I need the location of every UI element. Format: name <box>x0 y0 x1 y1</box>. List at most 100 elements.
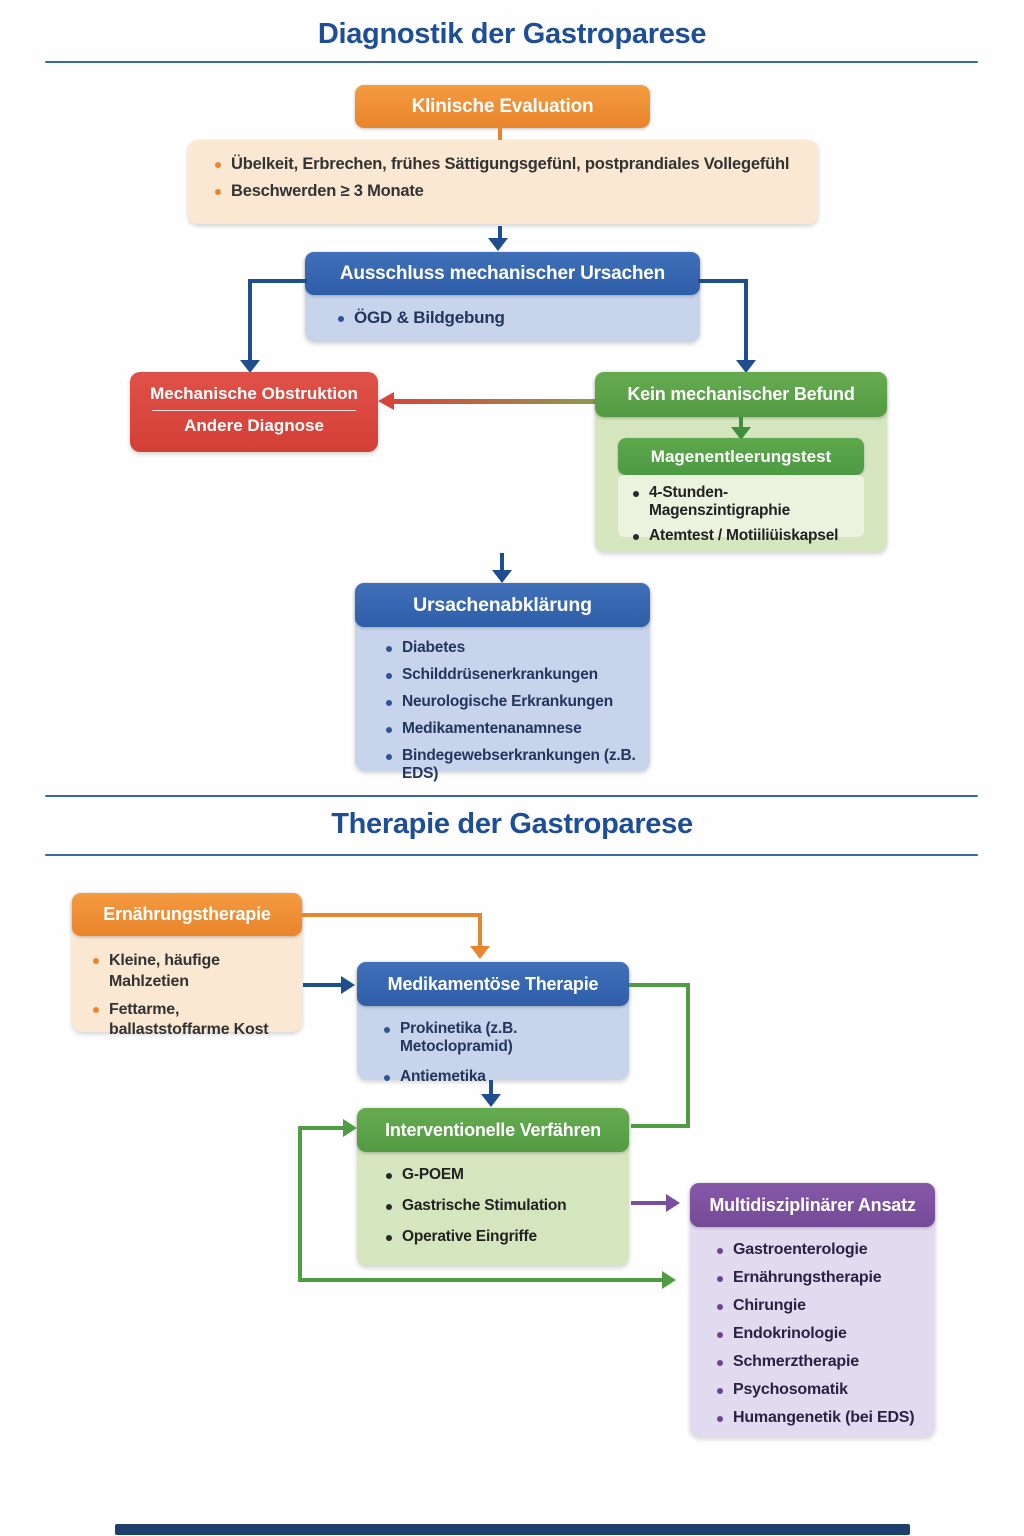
klinische-evaluation-box: Klinische Evaluation <box>355 85 650 128</box>
ausschluss-card: Ausschluss mechanischer Ursachen ÖGD & B… <box>305 252 700 342</box>
list-item: 4-Stunden-Magenszintigraphie <box>628 484 864 520</box>
list-item: Fettarme, ballaststoffarme Kost <box>88 1000 294 1042</box>
magenentleerungstest-label: Magenentleerungstest <box>650 446 832 466</box>
intervention-header: Interventionelle Verfähren <box>357 1108 629 1152</box>
therapie-title: Therapie der Gastroparese <box>331 808 693 840</box>
arrow-line-intervention-to-multi <box>631 1201 668 1205</box>
ausschluss-header: Ausschluss mechanischer Ursachen <box>305 252 700 295</box>
list-item: Medikamentenanamnese <box>381 720 650 738</box>
multidisziplinaer-header: Multidisziplinärer Ansatz <box>690 1183 935 1227</box>
symptome-box: Übelkeit, Erbrechen, frühes Sättigungsge… <box>188 140 818 224</box>
branch-right-line <box>744 279 748 362</box>
list-item: Schmerztherapie <box>712 1353 935 1371</box>
obstruktion-box: Mechanische Obstruktion Andere Diagnose <box>130 372 378 452</box>
list-item: Bindegewebserkrankungen (z.B. EDS) <box>381 747 650 783</box>
multidisziplinaer-card: Multidisziplinärer Ansatz Gastroenterolo… <box>690 1183 935 1437</box>
list-item: Humangenetik (bei EDS) <box>712 1409 935 1427</box>
arrow-down-icon <box>470 946 490 959</box>
magenentleerungstest-panel: 4-Stunden-Magenszintigraphie Atemtest / … <box>618 475 864 544</box>
branch-right-line <box>698 279 748 283</box>
magenentleerungstest-box: Magenentleerungstest <box>618 438 864 475</box>
connector-green-loop-line <box>298 1126 302 1282</box>
obstruktion-line1: Mechanische Obstruktion <box>150 384 358 403</box>
arrow-right-icon <box>666 1194 680 1212</box>
klinische-evaluation-label: Klinische Evaluation <box>411 95 594 117</box>
list-item: Diabetes <box>381 639 650 657</box>
ausschluss-label: Ausschluss mechanischer Ursachen <box>339 262 666 284</box>
ursachen-list: Diabetes Schilddrüsenerkrankungen Neurol… <box>355 583 650 783</box>
list-item: Prokinetika (z.B. Metoclopramid) <box>379 1020 629 1056</box>
arrow-right-icon <box>662 1271 676 1289</box>
kein-befund-card: Kein mechanischer Befund Magenentleerung… <box>595 372 887 552</box>
ursachen-header: Ursachenabklärung <box>355 583 650 627</box>
ernaehrung-card: Ernährungstherapie Kleine, häufige Mahlz… <box>72 893 302 1038</box>
list-item: Kleine, häufige Mahlzetien <box>88 951 294 993</box>
arrow-line-kost-to-medikament <box>303 983 343 987</box>
intervention-card: Interventionelle Verfähren G-POEM Gastri… <box>357 1108 629 1266</box>
list-item: Operative Eingriffe <box>381 1228 629 1246</box>
symptome-list: Übelkeit, Erbrechen, frühes Sättigungsge… <box>188 140 818 201</box>
list-item: Psychosomatik <box>712 1381 935 1399</box>
arrow-down-icon <box>240 360 260 373</box>
ernaehrung-list: Kleine, häufige Mahlzetien Fettarme, bal… <box>72 893 302 1041</box>
intervention-list: G-POEM Gastrische Stimulation Operative … <box>357 1108 629 1246</box>
arrow-line-medikament-to-intervention <box>489 1080 493 1096</box>
arrow-line-befund-to-test <box>739 417 743 430</box>
arrow-down-icon <box>481 1094 501 1107</box>
arrow-down-icon <box>492 570 512 583</box>
medikament-card: Medikamentöse Therapie Prokinetika (z.B.… <box>357 962 629 1085</box>
obstruktion-divider <box>152 410 356 411</box>
arrow-line-befund-to-obstruktion <box>394 399 596 404</box>
multidisziplinaer-label: Multidisziplinärer Ansatz <box>709 1194 916 1215</box>
ernaehrung-label: Ernährungstherapie <box>103 904 271 924</box>
medikament-list: Prokinetika (z.B. Metoclopramid) Antieme… <box>357 962 629 1086</box>
arrow-left-icon <box>378 392 394 410</box>
divider-rule-mid-bottom <box>45 854 978 856</box>
divider-rule-mid-top <box>45 795 978 797</box>
obstruktion-line2: Andere Diagnose <box>184 416 324 435</box>
connector-green-loop-line <box>298 1278 664 1282</box>
branch-left-line <box>250 279 307 283</box>
list-item: G-POEM <box>381 1166 629 1184</box>
list-item: Ernährungstherapie <box>712 1269 935 1287</box>
arrow-down-icon <box>488 238 508 251</box>
connector-green-loop-line <box>300 1126 345 1130</box>
ursachen-label: Ursachenabklärung <box>413 593 592 616</box>
connector-ernaehrung-line <box>302 913 482 917</box>
ursachen-card: Ursachenabklärung Diabetes Schilddrüsene… <box>355 583 650 782</box>
connector-green-right-line <box>686 983 690 1128</box>
multidisziplinaer-list: Gastroenterologie Ernährungstherapie Chi… <box>690 1183 935 1427</box>
magenentleerungstest-list: 4-Stunden-Magenszintigraphie Atemtest / … <box>618 475 864 545</box>
list-item: Gastrische Stimulation <box>381 1197 629 1215</box>
kein-befund-header: Kein mechanischer Befund <box>595 372 887 417</box>
intervention-label: Interventionelle Verfähren <box>385 1119 601 1140</box>
list-item: Endokrinologie <box>712 1325 935 1343</box>
connector-green-right-line <box>629 983 690 987</box>
arrow-down-icon <box>731 427 751 440</box>
kein-befund-label: Kein mechanischer Befund <box>627 384 855 404</box>
list-item: Neurologische Erkrankungen <box>381 693 650 711</box>
list-item: Chirungie <box>712 1297 935 1315</box>
arrow-down-icon <box>736 360 756 373</box>
divider-rule-top <box>45 61 978 63</box>
ausschluss-list: ÖGD & Bildgebung <box>305 252 700 328</box>
arrow-right-icon <box>343 1119 357 1137</box>
list-item: Antiemetika <box>379 1068 629 1086</box>
arrow-line-symptome-to-ausschluss <box>498 226 502 240</box>
medikament-label: Medikamentöse Therapie <box>387 973 599 994</box>
list-item: Übelkeit, Erbrechen, frühes Sättigungsge… <box>210 155 818 174</box>
connector-green-right-line <box>631 1124 690 1128</box>
list-item: Beschwerden ≥ 3 Monate <box>210 182 818 201</box>
arrow-line-to-ursachen <box>500 553 504 572</box>
diagnostik-title: Diagnostik der Gastroparese <box>317 18 707 50</box>
list-item: Schilddrüsenerkrankungen <box>381 666 650 684</box>
branch-left-line <box>248 279 252 362</box>
arrow-line-klinische-to-symptome <box>498 127 502 142</box>
list-item: Gastroenterologie <box>712 1241 935 1259</box>
arrow-right-icon <box>341 976 355 994</box>
bottom-bar <box>115 1524 910 1535</box>
connector-ernaehrung-line <box>478 913 482 948</box>
list-item: Atemtest / Motiiliüiskapsel <box>628 527 864 545</box>
list-item: ÖGD & Bildgebung <box>333 308 700 328</box>
